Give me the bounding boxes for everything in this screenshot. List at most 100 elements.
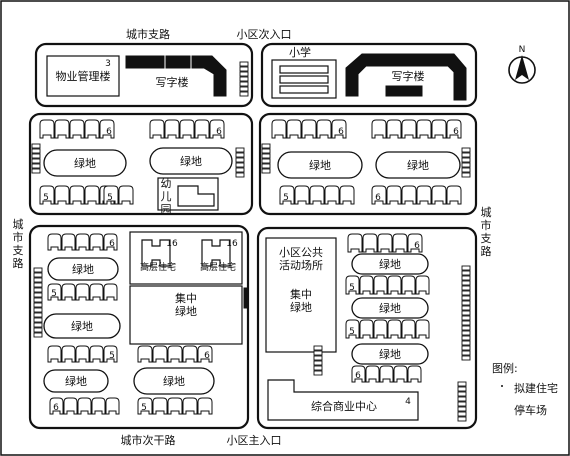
house-unit (345, 275, 360, 295)
house-unit (387, 275, 402, 295)
house-unit (99, 119, 115, 139)
house-unit (345, 319, 360, 339)
house-story-num: 5 (107, 193, 113, 203)
house-unit (77, 397, 92, 415)
commercial-center-num: 4 (405, 397, 411, 407)
house-unit (359, 319, 374, 339)
house-unit (39, 185, 55, 205)
parking-stall (33, 312, 43, 318)
green-mid-right-b-label: 绿地 (407, 158, 429, 172)
parking-stall (461, 325, 471, 331)
house-unit (63, 397, 78, 415)
activity-area-label: 小区公共活动场所 (279, 246, 323, 272)
house-story-num: 5 (43, 193, 49, 203)
parking-stall (235, 162, 245, 168)
kindergarten-building (177, 185, 215, 207)
parking-stall (461, 270, 471, 276)
parking-stall (235, 152, 245, 158)
central-green-left (129, 285, 243, 345)
house-story-num: 6 (414, 241, 420, 251)
green-bl-3 (43, 369, 109, 393)
house-unit (103, 283, 118, 301)
house-unit (347, 233, 363, 253)
house-story-num: 6 (216, 127, 222, 137)
house-unit (167, 345, 183, 363)
management-building-num: 3 (105, 59, 111, 69)
house-story-num: 5 (109, 351, 115, 361)
road-secondary-entrance: 小区次入口 (237, 27, 292, 41)
green-bl-2 (43, 313, 121, 339)
parking-stall (461, 162, 471, 168)
parking-stall (33, 297, 43, 303)
house-unit (407, 365, 422, 383)
parking-stall (461, 315, 471, 321)
parking-stall (239, 61, 249, 67)
parking-stall (31, 158, 41, 164)
parking-stall (31, 148, 41, 154)
house-unit (415, 319, 430, 339)
parking-stall (261, 168, 271, 174)
parking-top-left (239, 61, 249, 97)
parking-stall (261, 158, 271, 164)
house-unit (152, 397, 168, 415)
parking-stall (461, 355, 471, 361)
parking-stall (461, 285, 471, 291)
house-unit (164, 119, 180, 139)
activity-area (265, 237, 337, 353)
green-mid-left-a (43, 149, 127, 177)
house-unit (182, 345, 198, 363)
green-mid-left-a-label: 绿地 (74, 156, 96, 170)
tower-left-num: 16 (166, 239, 178, 249)
school-bldg-2 (279, 75, 329, 84)
parking-stall (461, 335, 471, 341)
kindergarten-label: 幼儿园 (161, 177, 172, 216)
house-unit (54, 119, 70, 139)
house-unit (179, 119, 195, 139)
commercial-center (267, 379, 419, 421)
parking-stall (33, 277, 43, 283)
house-unit (137, 397, 153, 415)
parking-stall (461, 300, 471, 306)
house-unit (401, 185, 417, 205)
house-unit (377, 233, 393, 253)
house-unit (379, 365, 394, 383)
legend-dot (501, 385, 503, 387)
house-unit (167, 397, 183, 415)
tower-right (201, 239, 231, 267)
central-green-left-label: 集中绿地 (175, 291, 197, 318)
management-building-label: 物业管理楼 (56, 69, 111, 83)
parking-stall (461, 280, 471, 286)
house-unit (371, 185, 387, 205)
parking-stall (239, 71, 249, 77)
parking-stall (461, 157, 471, 163)
house-unit (407, 233, 423, 253)
parking-stall (235, 157, 245, 163)
parking-stall (461, 172, 471, 178)
house-unit (301, 119, 317, 139)
parking-stall (457, 386, 467, 392)
house-unit (49, 397, 64, 415)
parking-mid-right (261, 143, 471, 178)
parking-stall (261, 153, 271, 159)
parking-stall (461, 167, 471, 173)
house-story-num: 6 (375, 193, 381, 203)
house-unit (197, 397, 213, 415)
tower-right-label: 高层住宅 (200, 261, 236, 273)
office-bar-2 (165, 55, 191, 69)
parking-stall (461, 310, 471, 316)
tower-left (141, 239, 171, 267)
parking-stall (461, 320, 471, 326)
parking-stall (33, 287, 43, 293)
green-bl-3-label: 绿地 (65, 374, 87, 388)
central-green-right-label: 集中绿地 (290, 287, 312, 314)
parking-stall (239, 81, 249, 87)
office-tower-shape (191, 55, 227, 97)
house-unit (103, 345, 118, 363)
house-unit (401, 119, 417, 139)
green-br-1-label: 绿地 (379, 257, 401, 271)
house-story-num: 6 (53, 403, 59, 413)
house-unit (362, 233, 378, 253)
